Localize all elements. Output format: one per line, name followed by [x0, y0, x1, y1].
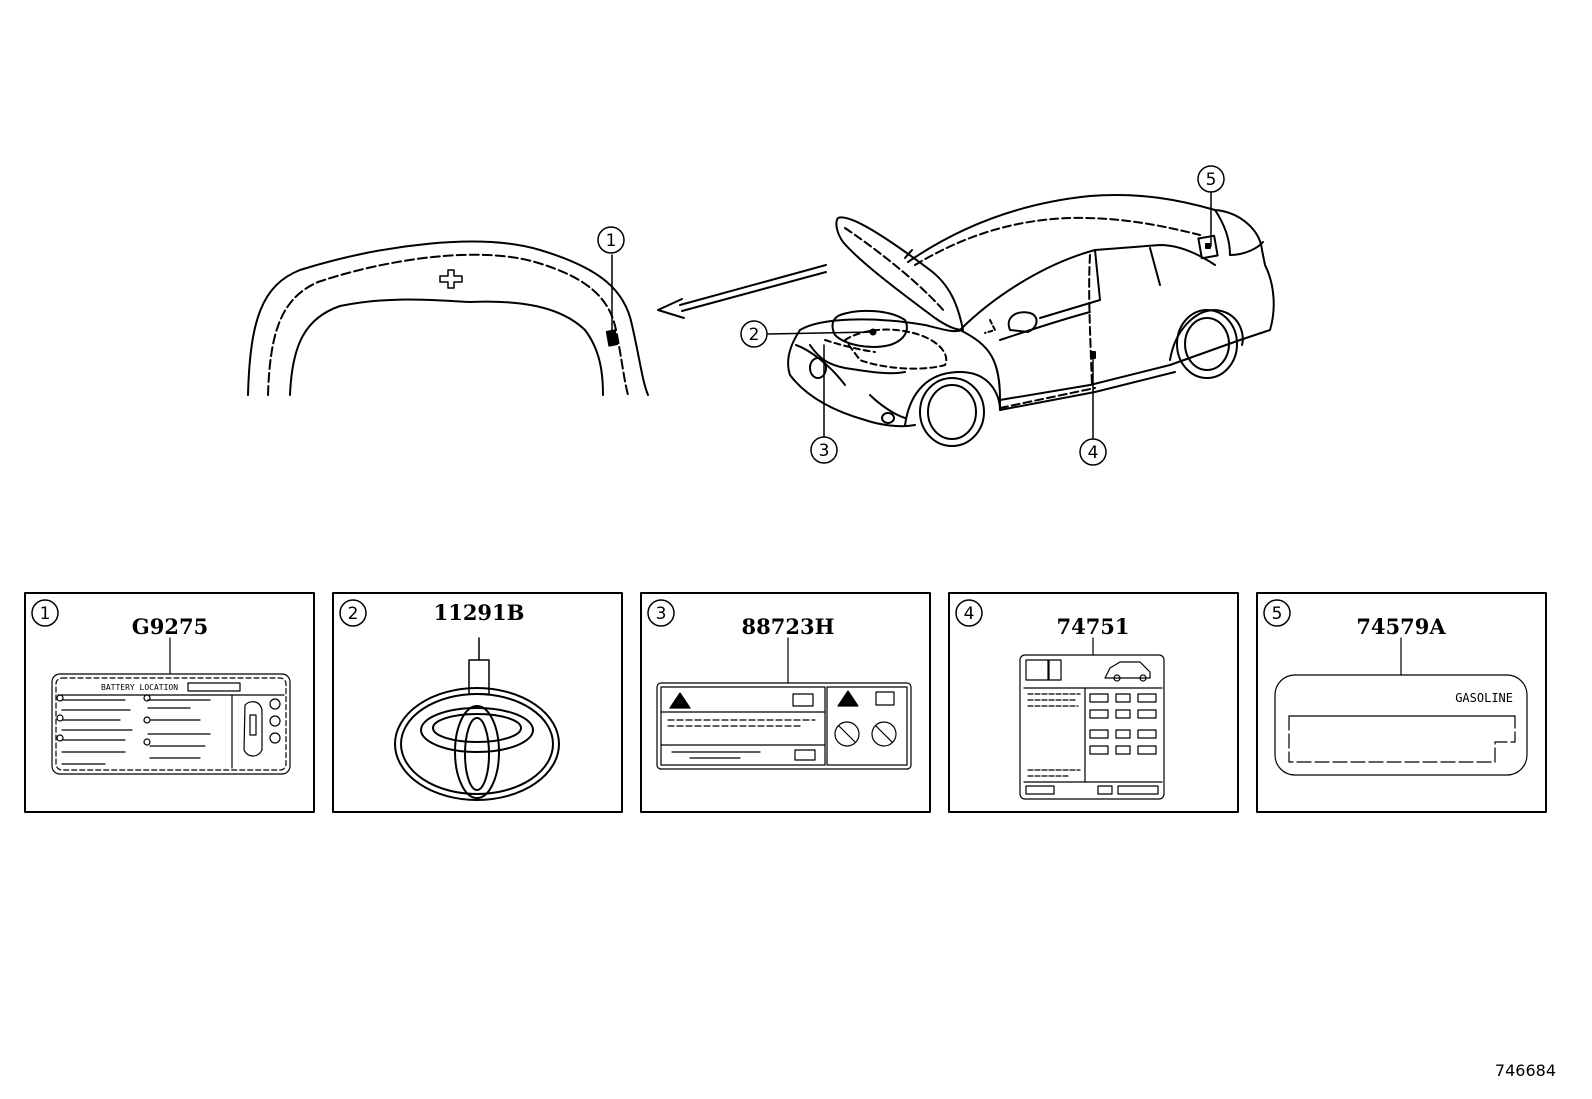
- leader-lines: [611, 191, 1212, 439]
- box-3-number: 3: [656, 604, 667, 624]
- car-drawing: [787, 193, 1275, 447]
- box-2-number: 2: [348, 604, 359, 624]
- callout-2-number: 2: [749, 325, 760, 345]
- part-number-5: 74579A: [1356, 614, 1446, 639]
- tire-info-label-drawing: [1019, 637, 1165, 800]
- hood-detail-drawing: [247, 240, 649, 396]
- part-number-3: 88723H: [742, 614, 835, 639]
- direction-arrow: [657, 264, 827, 319]
- toyota-emblem-drawing: [394, 637, 560, 801]
- callout-5-number: 5: [1206, 170, 1217, 190]
- callout-3-number: 3: [819, 441, 830, 461]
- battery-location-label-drawing: [51, 637, 291, 775]
- box-4-number: 4: [964, 604, 975, 624]
- label-boxes: [24, 592, 1547, 813]
- box-5-number: 5: [1272, 604, 1283, 624]
- part-number-1: G9275: [132, 614, 208, 639]
- warning-label-drawing: [656, 637, 912, 770]
- callout-circles: [31, 165, 1291, 627]
- callout-1-number: 1: [606, 231, 617, 251]
- gasoline-label-drawing: [1274, 637, 1528, 776]
- diagram-id: 746684: [1495, 1061, 1556, 1080]
- box-1-number: 1: [40, 604, 51, 624]
- part-number-4: 74751: [1056, 614, 1129, 639]
- callout-4-number: 4: [1088, 443, 1099, 463]
- battery-location-text: BATTERY LOCATION: [101, 683, 178, 692]
- part-number-2: 11291B: [434, 600, 525, 625]
- gasoline-text: GASOLINE: [1455, 691, 1513, 705]
